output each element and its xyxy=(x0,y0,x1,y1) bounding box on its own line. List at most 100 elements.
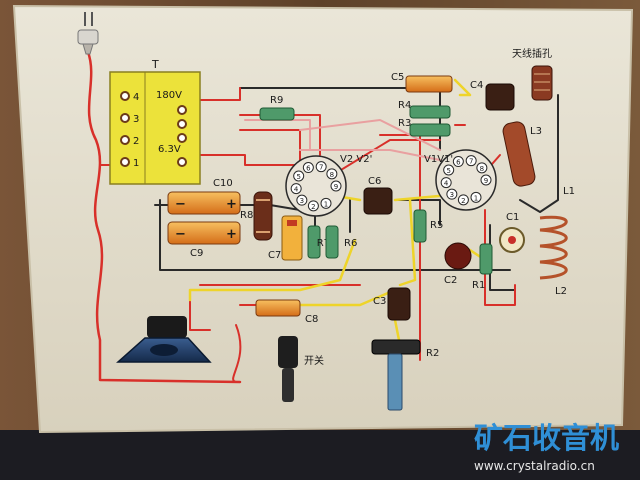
tube-pin-label: 1 xyxy=(324,200,328,208)
tube-pin-label: 8 xyxy=(330,171,334,179)
speaker xyxy=(116,316,212,363)
c10-label: C10 xyxy=(213,178,233,189)
tube-pin xyxy=(293,170,305,182)
wire-pink-heater-c xyxy=(299,149,441,161)
c6-label: C6 xyxy=(368,176,381,187)
resistor-r7: R7 xyxy=(307,225,330,259)
tube-pin-label: 6 xyxy=(456,159,461,167)
r4-label: R4 xyxy=(398,100,411,111)
tap-terminal xyxy=(177,119,187,129)
switch-label: 开关 xyxy=(304,354,324,367)
tube-pin xyxy=(470,191,482,203)
antenna-label: 天线插孔 xyxy=(512,47,552,60)
tube-pin-label: 2 xyxy=(461,197,465,205)
c8-label: C8 xyxy=(305,314,318,325)
capacitor-c10: − + C10 xyxy=(167,178,241,215)
wire-red-t-180v xyxy=(196,87,241,101)
tap-terminal xyxy=(120,157,130,167)
c10-minus: − xyxy=(175,197,186,212)
tube-pin xyxy=(476,162,488,174)
tap-terminal xyxy=(177,133,187,143)
resistor-r1: R1 xyxy=(472,243,493,291)
c4-label: C4 xyxy=(470,80,483,91)
tube-pin-label: 5 xyxy=(446,167,450,175)
tube-pin xyxy=(480,174,492,186)
r2-shaft xyxy=(387,353,403,411)
r3-body xyxy=(409,123,451,137)
c7-body xyxy=(281,215,303,261)
tap-label: 1 xyxy=(133,158,139,169)
r5-body xyxy=(413,209,427,243)
l2-label: L2 xyxy=(555,286,567,297)
tube-pin-label: 2 xyxy=(311,203,315,211)
tube-pin-label: 1 xyxy=(474,194,478,202)
c9-body xyxy=(167,221,241,245)
plug-neck xyxy=(82,43,94,55)
r8-body xyxy=(253,191,273,241)
tap-label: 3 xyxy=(133,114,139,125)
watermark: 矿石收音机 www.crystalradio.cn xyxy=(474,421,619,473)
watermark-url: www.crystalradio.cn xyxy=(474,459,595,473)
paper-edge xyxy=(12,4,634,434)
tube-pin-label: 8 xyxy=(480,165,484,173)
capacitor-c6: C6 xyxy=(363,176,393,215)
r6-label: R6 xyxy=(344,238,357,249)
tap-terminal xyxy=(177,157,187,167)
c3-label: C3 xyxy=(373,296,386,307)
antenna-jack: 天线插孔 xyxy=(512,47,553,101)
tube-pin xyxy=(440,177,452,189)
capacitor-c8: C8 xyxy=(255,299,318,325)
tube-pin xyxy=(452,156,464,168)
capacitor-c3: C3 xyxy=(373,287,411,321)
tube-pin xyxy=(302,162,314,174)
tube-pin-label: 4 xyxy=(444,180,449,188)
wire-yellow-c4-c5 xyxy=(453,78,472,97)
tube-pin-label: 9 xyxy=(334,183,338,191)
l1-label: L1 xyxy=(563,186,575,197)
capacitor-c2: C2 xyxy=(444,242,472,286)
r5-label: R5 xyxy=(430,220,443,231)
tap-terminal xyxy=(120,135,130,145)
potentiometer-r2: R2 xyxy=(371,339,439,411)
tube-pin xyxy=(465,155,477,167)
tube-pin xyxy=(443,164,455,176)
tube-pin-label: 7 xyxy=(319,164,323,172)
wire-red-t-63v xyxy=(196,154,301,166)
tap-terminal xyxy=(120,113,130,123)
r1-body xyxy=(479,243,493,275)
resistor-r3: R3 xyxy=(398,118,451,137)
transformer-body xyxy=(109,71,201,185)
resistor-r4: R4 xyxy=(398,100,451,119)
c9-label: C9 xyxy=(190,248,203,259)
tube-pin-label: 7 xyxy=(469,158,473,166)
watermark-title-text: 矿石收音机 xyxy=(474,421,619,455)
c1-label: C1 xyxy=(506,212,519,223)
tap-label-180v: 180V xyxy=(156,90,182,101)
c10-body xyxy=(167,191,241,215)
c5-body xyxy=(405,75,453,93)
tap-terminal xyxy=(177,105,187,115)
r8-label: R8 xyxy=(240,210,253,221)
wire-red-speaker xyxy=(189,294,211,331)
speaker-dustcap xyxy=(150,344,178,356)
plug-body xyxy=(77,29,99,45)
wire-red-switch xyxy=(232,324,242,383)
tap-terminals-right xyxy=(177,105,187,167)
c2-label: C2 xyxy=(444,275,457,286)
tap-label: 2 xyxy=(133,136,139,147)
c9-minus: − xyxy=(175,227,186,242)
c7-label: C7 xyxy=(268,250,281,261)
c10-plus: + xyxy=(226,197,237,212)
v1-label: V1V1' xyxy=(424,154,453,165)
resistor-r9: R9 xyxy=(259,95,295,121)
l3-body xyxy=(502,121,536,187)
switch-body xyxy=(278,336,298,368)
c9-plus: + xyxy=(226,227,237,242)
c4-body xyxy=(485,83,515,111)
r6-body xyxy=(325,225,339,259)
tube-pin-label: 5 xyxy=(296,173,300,181)
capacitor-c9: − + C9 xyxy=(167,221,241,259)
tube-pin-label: 6 xyxy=(306,165,311,173)
